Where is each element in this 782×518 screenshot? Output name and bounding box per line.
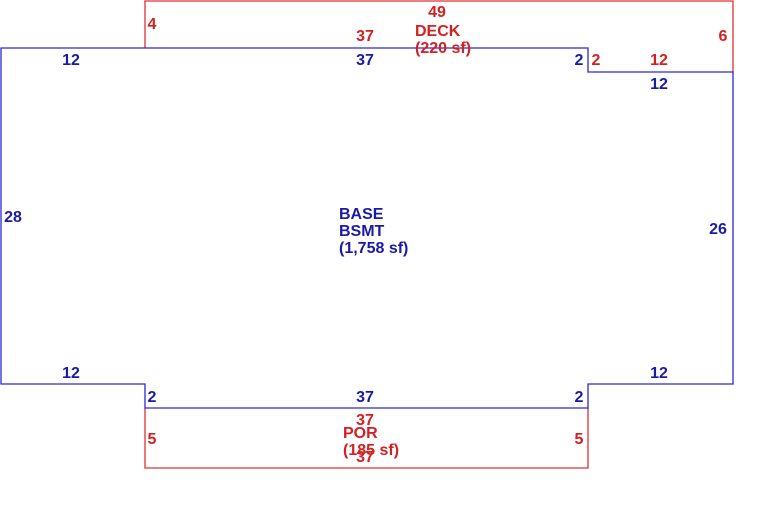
base-dim-right: 26 bbox=[709, 221, 727, 238]
deck-dim-bottom-mid: 37 bbox=[356, 28, 374, 45]
base-dim-bottom-right: 12 bbox=[650, 365, 668, 382]
deck-outline bbox=[144, 0, 734, 72]
base-dim-bottom-mid: 37 bbox=[356, 389, 374, 406]
deck-dim-left: 4 bbox=[148, 16, 157, 33]
porch-outline bbox=[144, 408, 589, 469]
base-outline bbox=[0, 47, 734, 409]
base-sub: BSMT bbox=[339, 223, 385, 240]
deck-dim-bottom-right: 12 bbox=[650, 52, 668, 69]
base-dim-top-step: 2 bbox=[575, 52, 584, 69]
base-dim-bottom-left: 12 bbox=[62, 365, 80, 382]
base-dim-bottom-step-left: 2 bbox=[148, 389, 157, 406]
porch-area: (185 sf) bbox=[343, 442, 399, 459]
porch-dim-bottom: 37 bbox=[356, 449, 374, 466]
deck-area: (220 sf) bbox=[415, 40, 471, 57]
deck-name: DECK bbox=[415, 23, 461, 40]
porch-name: POR bbox=[343, 425, 378, 442]
base-dim-top-mid: 37 bbox=[356, 52, 374, 69]
base-dim-top-left: 12 bbox=[62, 52, 80, 69]
porch-dim-top: 37 bbox=[356, 412, 374, 429]
base-area: (1,758 sf) bbox=[339, 240, 408, 257]
porch-dim-right: 5 bbox=[575, 431, 584, 448]
base-dim-left: 28 bbox=[4, 209, 22, 226]
porch-dim-left: 5 bbox=[148, 431, 157, 448]
deck-dim-step: 2 bbox=[592, 52, 601, 69]
deck-dim-right: 6 bbox=[719, 28, 728, 45]
base-dim-right-top: 12 bbox=[650, 76, 668, 93]
deck-dim-top: 49 bbox=[428, 4, 446, 21]
base-dim-bottom-step-right: 2 bbox=[575, 389, 584, 406]
base-name: BASE bbox=[339, 206, 384, 223]
